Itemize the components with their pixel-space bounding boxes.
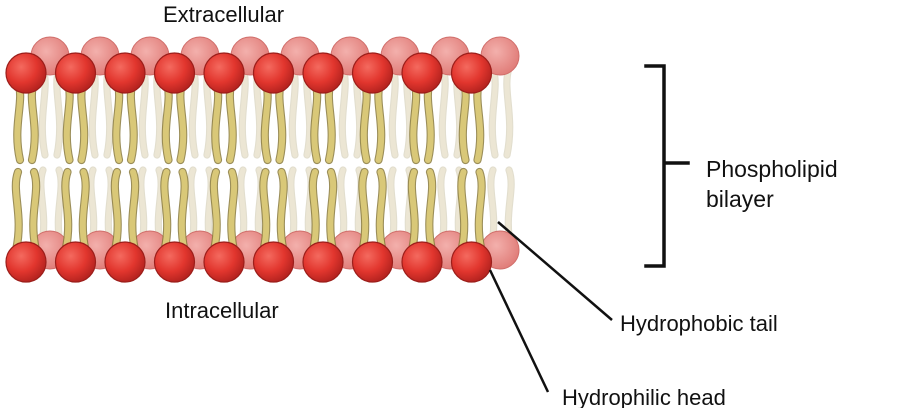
front-tail-top-a (410, 79, 420, 163)
hydrophobic-tail-label: Hydrophobic tail (620, 311, 778, 336)
front-tail-top-b (78, 79, 88, 163)
front-tail-top-b (127, 79, 137, 163)
front-tail-top-a (360, 79, 370, 163)
front-tail-top-a (261, 79, 271, 163)
front-head-top (104, 52, 146, 94)
front-tails (11, 77, 486, 255)
front-head-top (203, 52, 245, 94)
front-tail-bottom-a (359, 169, 369, 253)
front-tail-bottom-a (458, 169, 468, 253)
bilayer-label-line2: bilayer (706, 186, 774, 212)
front-tail-bottom-b (178, 169, 188, 253)
front-head-top (401, 52, 443, 94)
front-head-top (5, 52, 47, 94)
front-tail-bottom-a (111, 169, 121, 253)
front-tail-bottom-b (426, 169, 436, 253)
front-head-bottom (54, 241, 97, 283)
front-tail-top-a (162, 79, 172, 163)
front-tail-bottom-a (62, 169, 72, 253)
front-head-top (302, 52, 344, 94)
front-head-bottom (252, 241, 295, 283)
front-head-top (153, 52, 196, 94)
front-tail-bottom-b (475, 169, 485, 253)
back-tail-top-a (439, 65, 448, 158)
intracellular-label: Intracellular (165, 298, 279, 323)
front-head-top (54, 52, 97, 94)
front-tail-top-a (14, 79, 24, 163)
front-tail-bottom-b (228, 169, 238, 253)
front-tail-top-b (28, 79, 38, 163)
front-tail-bottom-b (277, 169, 287, 253)
front-head-bottom (450, 241, 493, 283)
front-tail-bottom-a (12, 169, 22, 253)
back-tail-top-a (489, 65, 498, 158)
front-head-bottom (104, 241, 146, 283)
front-tail-top-a (212, 79, 222, 163)
front-heads (5, 52, 493, 283)
front-head-bottom (351, 241, 394, 283)
front-tail-bottom-a (309, 169, 319, 253)
front-head-bottom (203, 241, 245, 283)
front-head-top (252, 52, 295, 94)
back-tail-top-b (504, 65, 513, 158)
front-head-top (351, 52, 394, 94)
front-tail-bottom-a (260, 169, 270, 253)
front-head-bottom (153, 241, 196, 283)
front-tail-top-b (276, 79, 286, 163)
front-tail-top-b (474, 79, 484, 163)
front-tail-top-a (459, 79, 469, 163)
front-tail-bottom-b (79, 169, 89, 253)
front-tail-top-b (424, 79, 434, 163)
front-tail-top-b (325, 79, 335, 163)
front-tail-bottom-b (30, 169, 40, 253)
front-tail-top-b (226, 79, 236, 163)
front-head-bottom (302, 241, 344, 283)
front-tail-top-b (375, 79, 385, 163)
back-tail-top-a (389, 65, 398, 158)
front-tail-bottom-a (161, 169, 171, 253)
back-tail-top-a (339, 65, 348, 158)
extracellular-label: Extracellular (163, 2, 284, 27)
front-tail-bottom-b (129, 169, 139, 253)
hydrophilic-head-label: Hydrophilic head (562, 385, 726, 408)
front-tail-bottom-a (210, 169, 220, 253)
front-head-bottom (5, 241, 47, 283)
front-tail-bottom-a (408, 169, 418, 253)
front-tail-bottom-b (327, 169, 337, 253)
head-pointer-line (488, 269, 550, 393)
front-head-top (450, 52, 493, 94)
back-tail-top-a (289, 65, 298, 158)
tail-pointer-line (497, 221, 613, 321)
front-tail-bottom-b (376, 169, 386, 253)
front-tail-top-a (113, 79, 123, 163)
bilayer-bracket (644, 64, 690, 268)
front-head-bottom (401, 241, 443, 283)
bilayer-label-line1: Phospholipid (706, 156, 838, 182)
front-tail-top-a (63, 79, 73, 163)
front-tail-top-a (311, 79, 321, 163)
front-tail-top-b (177, 79, 187, 163)
